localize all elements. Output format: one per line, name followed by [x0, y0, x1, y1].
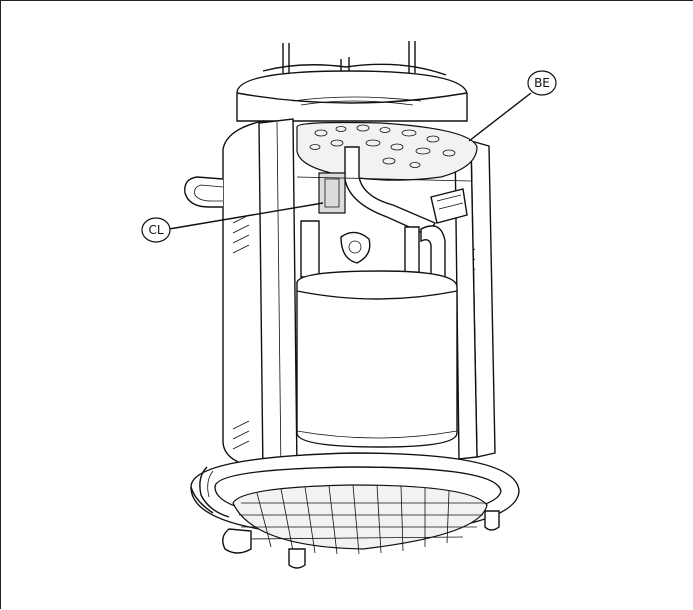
callout-be: BE: [468, 70, 557, 142]
bottom-grille: [232, 484, 488, 555]
feet: [222, 510, 500, 569]
top-plate: [296, 121, 478, 181]
outer-casing: [222, 120, 496, 470]
callout-cl-bubble: [141, 217, 171, 243]
callout-be-bubble: [527, 70, 557, 96]
inner-tank: [296, 270, 458, 448]
top-connectors: [262, 41, 447, 79]
callout-cl: CL: [141, 202, 324, 243]
callout-cl-leader: [168, 202, 324, 230]
callout-cl-label: CL: [148, 223, 163, 237]
callout-be-leader: [468, 92, 532, 142]
callout-be-label: BE: [534, 76, 550, 90]
side-handle: [184, 176, 224, 208]
internal-pipework: [296, 146, 472, 284]
top-cap: [236, 70, 468, 122]
